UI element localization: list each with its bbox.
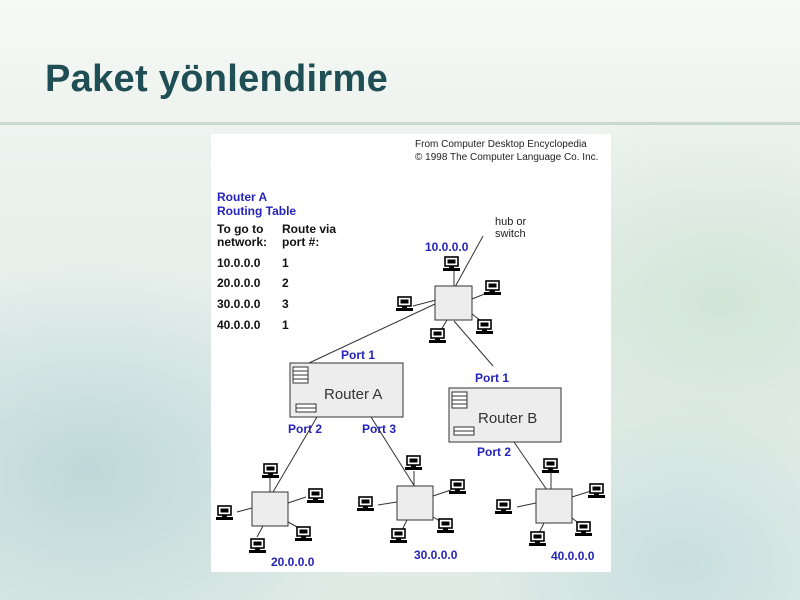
computer-icon	[442, 256, 461, 272]
table-header-network-2: network:	[217, 235, 267, 249]
computer-icon	[356, 496, 375, 512]
routing-table-title-2: Routing Table	[217, 204, 296, 218]
link-router-a-hub-1	[308, 303, 436, 364]
link-router-a-hub-3	[370, 416, 416, 488]
credit-line-1: From Computer Desktop Encyclopedia	[415, 139, 587, 150]
router-a-port-1: Port 1	[341, 348, 375, 362]
computer-icon	[395, 296, 414, 312]
network-diagram: From Computer Desktop Encyclopedia © 199…	[215, 139, 606, 569]
table-header-port-2: port #:	[282, 235, 319, 249]
table-row-network: 30.0.0.0	[217, 297, 261, 311]
computer-icon	[215, 505, 234, 521]
router-a-label: Router A	[324, 386, 382, 403]
table-row-port: 1	[282, 318, 289, 332]
computer-icon	[294, 526, 313, 542]
table-row-port: 3	[282, 297, 289, 311]
computer-icon	[574, 521, 593, 537]
network-label-10: 10.0.0.0	[425, 240, 469, 254]
link-router-b-hub-4	[513, 441, 548, 491]
computer-icon	[494, 499, 513, 515]
table-header-port-1: Route via	[282, 222, 336, 236]
computer-icon	[261, 463, 280, 479]
hub-label-pointer	[454, 235, 484, 288]
hub-40-network	[535, 488, 573, 524]
router-b-port-1: Port 1	[475, 371, 509, 385]
routing-table-title-1: Router A	[217, 190, 268, 204]
router-a-port-2: Port 2	[288, 422, 322, 436]
router-b-port-2: Port 2	[477, 445, 511, 459]
computer-icon	[448, 479, 467, 495]
hub-20-network	[251, 491, 289, 527]
table-row-network: 10.0.0.0	[217, 256, 261, 270]
computer-icon	[541, 458, 560, 474]
table-row-network: 40.0.0.0	[217, 318, 261, 332]
table-row-network: 20.0.0.0	[217, 276, 261, 290]
table-row-port: 2	[282, 276, 289, 290]
computer-icon	[404, 455, 423, 471]
hub-label-1: hub or	[495, 216, 527, 228]
computer-icon	[428, 328, 447, 344]
table-row-port: 1	[282, 256, 289, 270]
hub-10-network	[434, 285, 473, 321]
computer-icon	[389, 528, 408, 544]
hub-label-2: switch	[495, 228, 526, 240]
table-header-network-1: To go to	[217, 222, 263, 236]
router-a	[289, 362, 404, 418]
computer-icon	[483, 280, 502, 296]
computer-icon	[587, 483, 606, 499]
router-a-port-3: Port 3	[362, 422, 396, 436]
network-label-20: 20.0.0.0	[271, 555, 315, 569]
title-band	[0, 0, 800, 125]
router-b-label: Router B	[478, 410, 537, 427]
computer-icon	[436, 518, 455, 534]
computer-icon	[528, 531, 547, 547]
computer-icon	[475, 319, 494, 335]
computer-icon	[306, 488, 325, 504]
credit-line-2: © 1998 The Computer Language Co. Inc.	[415, 152, 598, 163]
page-title: Paket yönlendirme	[45, 58, 388, 100]
network-label-30: 30.0.0.0	[414, 548, 458, 562]
hub-30-network	[396, 485, 434, 521]
computer-icon	[248, 538, 267, 554]
network-label-40: 40.0.0.0	[551, 549, 595, 563]
link-router-a-hub-2	[272, 416, 318, 493]
network-diagram-figure: From Computer Desktop Encyclopedia © 199…	[211, 134, 611, 572]
link-hub-1-router-b	[453, 320, 494, 367]
